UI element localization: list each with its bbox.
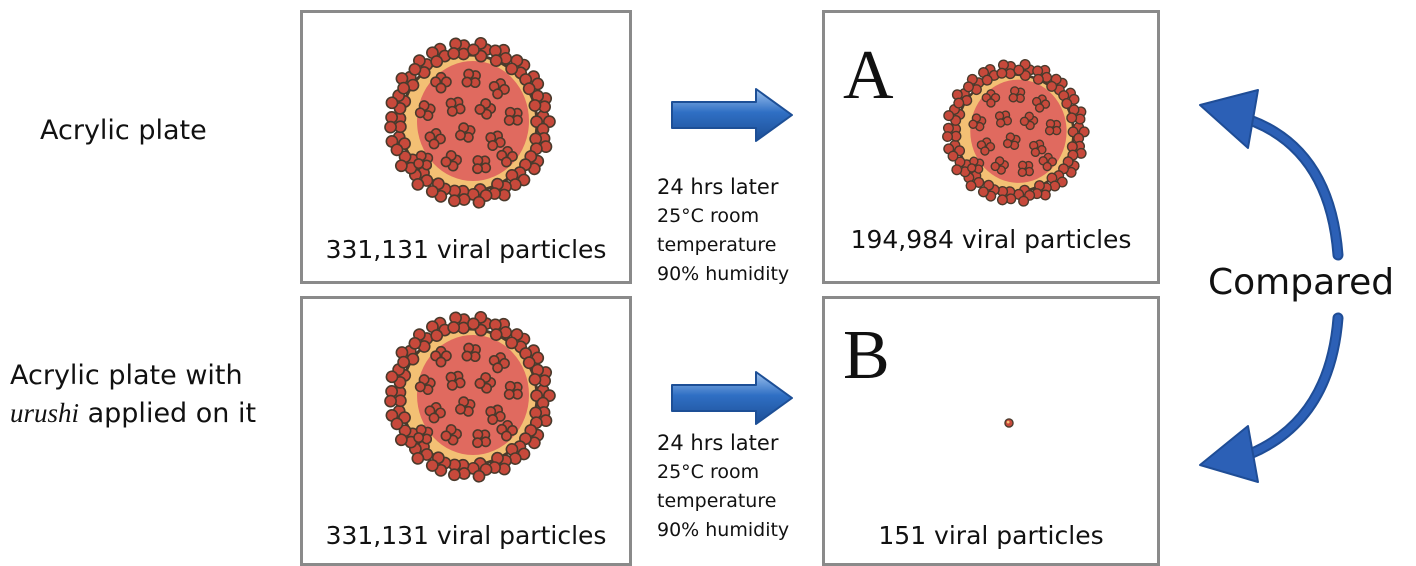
- conditions-row-a: 24 hrs later 25°C room temperature 90% h…: [657, 173, 789, 289]
- start-panel-acrylic: 331,131 viral particles: [300, 10, 632, 284]
- start-count-acrylic: 331,131 viral particles: [325, 235, 607, 264]
- result-letter-b: B: [843, 317, 890, 394]
- condition-temp2-row-b: temperature: [657, 490, 777, 512]
- row-label-urushi-line1: Acrylic plate with: [10, 360, 243, 391]
- row-label-urushi-rest: applied on it: [79, 397, 257, 429]
- result-count-a: 194,984 viral particles: [850, 225, 1132, 254]
- row-label-urushi-line2: urushi applied on it: [10, 395, 256, 433]
- condition-temp2-row-a: temperature: [657, 234, 777, 256]
- row-label-urushi-italic: urushi: [10, 397, 80, 428]
- condition-time-row-b: 24 hrs later: [657, 431, 779, 455]
- row-label-urushi-plate: Acrylic plate with urushi applied on it: [10, 358, 256, 432]
- start-panel-urushi: 331,131 viral particles: [300, 296, 632, 566]
- conditions-row-b: 24 hrs later 25°C room temperature 90% h…: [657, 429, 789, 545]
- condition-humidity-row-b: 90% humidity: [657, 519, 790, 541]
- compare-cycle-arrows-icon: [1199, 89, 1344, 483]
- result-panel-a: A 194,984 viral particles: [822, 10, 1160, 284]
- condition-humidity-row-a: 90% humidity: [657, 263, 790, 285]
- start-count-urushi: 331,131 viral particles: [325, 521, 607, 550]
- compared-label: Compared: [1208, 262, 1395, 303]
- result-count-b: 151 viral particles: [878, 521, 1104, 550]
- right-arrow-icon-row-a: [671, 88, 793, 142]
- result-panel-b: B 151 viral particles: [822, 296, 1160, 566]
- virus-icon-acrylic-start: [384, 36, 556, 209]
- condition-time-row-a: 24 hrs later: [657, 175, 779, 199]
- right-arrow-icon-row-b: [671, 371, 793, 425]
- condition-temp-row-a: 25°C room: [657, 205, 760, 227]
- result-letter-a: A: [843, 37, 894, 114]
- virus-icon-result-a: [942, 58, 1090, 207]
- row-label-acrylic-plate-text: Acrylic plate: [40, 115, 207, 146]
- virus-icon-urushi-start: [384, 310, 556, 483]
- row-label-acrylic-plate: Acrylic plate: [40, 113, 207, 150]
- virus-dot-icon-result-b: [1004, 418, 1014, 428]
- condition-temp-row-b: 25°C room: [657, 461, 760, 483]
